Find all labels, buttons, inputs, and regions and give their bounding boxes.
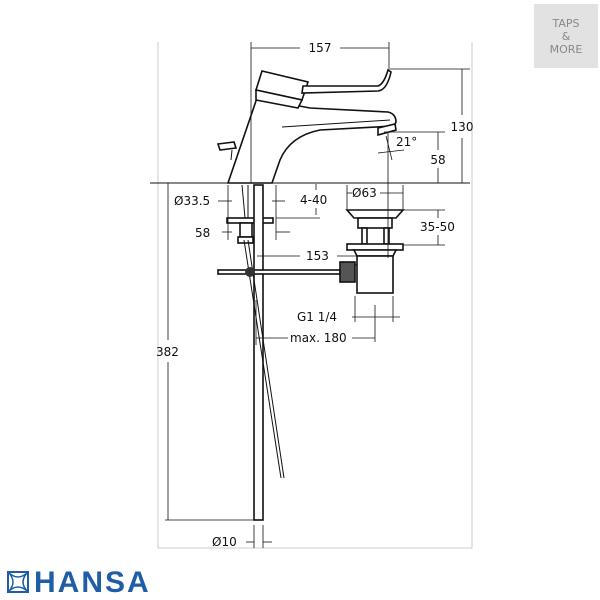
faucet-body	[216, 68, 397, 184]
dim-drain-diameter: Ø63	[352, 186, 377, 200]
dim-drain-adjust: 35-50	[420, 220, 455, 234]
dim-mount-diameter: Ø33.5	[174, 194, 210, 208]
hansa-logo-icon	[7, 571, 29, 593]
dim-deck-thickness: 4-40	[300, 193, 327, 207]
taps-and-more-badge: TAPS & MORE	[534, 4, 598, 68]
dim-spout-height-58: 58	[430, 153, 445, 167]
supply-pipe	[253, 184, 264, 521]
dim-pipe-diameter: Ø10	[212, 535, 237, 549]
badge-line-1: TAPS	[552, 16, 580, 30]
dim-thread: G1 1/4	[297, 310, 337, 324]
drawing-frame	[157, 42, 473, 549]
dim-spout-angle: 21°	[396, 135, 417, 149]
mounting-assembly	[217, 184, 341, 521]
pop-up-rod	[217, 269, 341, 275]
dim-max-distance: max. 180	[290, 331, 347, 345]
badge-line-3: MORE	[549, 42, 583, 56]
badge-line-2: &	[561, 29, 571, 43]
flexible-hose	[243, 239, 285, 479]
dim-rod-distance: 153	[306, 249, 329, 263]
dim-height-130: 130	[451, 120, 474, 134]
hansa-logo-text: HANSA	[34, 566, 151, 599]
dimension-lines	[165, 42, 470, 548]
dim-flange-width-58: 58	[195, 226, 210, 240]
dim-pipe-length: 382	[156, 345, 179, 359]
dim-width-157: 157	[309, 41, 332, 55]
drain-assembly	[339, 209, 405, 294]
